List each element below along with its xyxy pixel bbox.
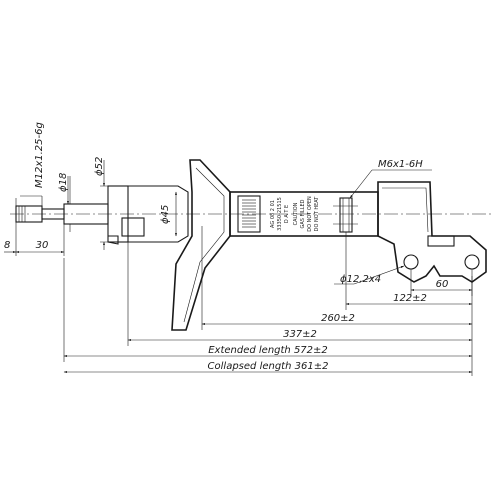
- dim-337-label: 337±2: [283, 329, 317, 340]
- bolt-hole-lower: [464, 254, 480, 270]
- label-line-3: D A T E: [284, 205, 290, 223]
- label-line-6: DO NOT OPEN: [307, 196, 313, 232]
- bracket-bolt: [333, 197, 358, 233]
- dim-30-label: 30: [36, 240, 49, 251]
- label-line-4: CAUTION: [293, 202, 299, 225]
- body-diameter-label: ϕ45: [160, 205, 171, 224]
- thread-spec-label: M12x1.25-6g: [34, 122, 45, 188]
- dimension-lines: [4, 160, 473, 376]
- label-line-5: GAS FILLED: [300, 199, 306, 228]
- barcode-icon: [242, 199, 256, 228]
- spring-seat: [171, 159, 231, 331]
- bolt-holes-label: ϕ12,2x4: [340, 274, 381, 285]
- top-cap: [100, 185, 189, 245]
- bracket-thread-label: M6x1-6H: [378, 159, 423, 170]
- label-line-2: 33350-21515: [277, 197, 283, 231]
- piston-rod: [63, 176, 109, 232]
- bolt-hole-upper: [403, 254, 419, 270]
- part-label-plate: [237, 195, 261, 233]
- extended-length-label: Extended length 572±2: [208, 345, 328, 356]
- knuckle-bracket: [377, 181, 487, 283]
- label-text: AG 08 2 01 33350-21515 D A T E CAUTION G…: [270, 196, 320, 232]
- dim-122-label: 122±2: [393, 293, 427, 304]
- rod-diameter-label: ϕ18: [58, 173, 69, 192]
- label-line-7: DO NOT HEAT: [314, 196, 320, 232]
- body-tube: AG 08 2 01 33350-21515 D A T E CAUTION G…: [229, 191, 379, 237]
- label-line-1: AG 08 2 01: [270, 200, 276, 228]
- cap-diameter-label: ϕ52: [94, 157, 105, 176]
- dim-60-label: 60: [436, 279, 449, 290]
- dimension-labels: M12x1.25-6g ϕ18 ϕ52 ϕ45 M6x1-6H ϕ12,2x4 …: [4, 122, 448, 372]
- dim-260-label: 260±2: [321, 313, 355, 324]
- collapsed-length-label: Collapsed length 361±2: [208, 361, 329, 372]
- dim-8-label: 8: [4, 240, 10, 251]
